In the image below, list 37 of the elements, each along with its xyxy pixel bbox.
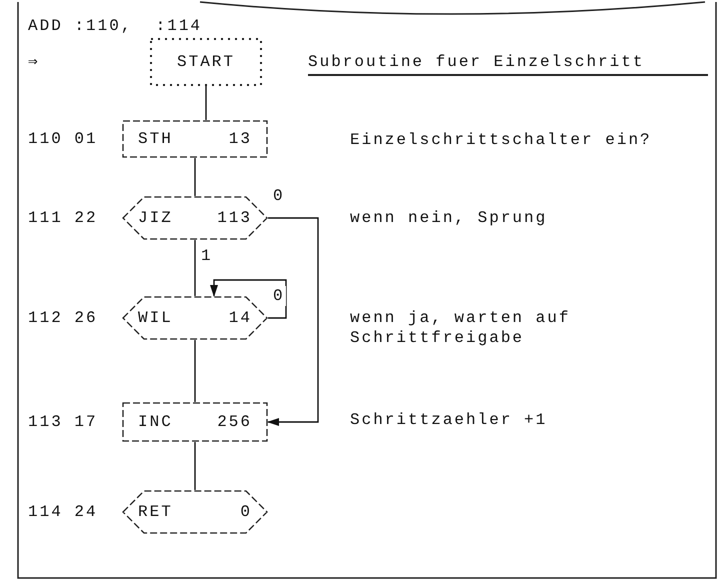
flow-line: [210, 279, 287, 319]
step-text: WIL: [138, 308, 173, 328]
flow-line: [205, 86, 207, 120]
comment-text: Schrittzaehler +1: [350, 410, 548, 430]
line-number: 113 17: [28, 412, 98, 432]
flow-line: [194, 240, 196, 296]
step-text: 13: [228, 129, 252, 149]
line-number: 114 24: [28, 502, 98, 522]
flow-line: [194, 158, 196, 196]
process-box: [122, 402, 268, 442]
step-text: 256: [217, 412, 252, 432]
process-box: [122, 120, 268, 158]
step-text: INC: [138, 412, 173, 432]
line-number: 112 26: [28, 308, 98, 328]
comment-text: wenn nein, Sprung: [350, 208, 548, 228]
comment-text: Einzelschrittschalter ein?: [350, 130, 653, 150]
line-number: 111 22: [28, 208, 98, 228]
hexagon-step: [122, 296, 268, 340]
comment-text: wenn ja, warten auf Schrittfreigabe: [350, 308, 572, 348]
edge-label: 0: [272, 286, 286, 306]
step-text: START: [176, 52, 235, 72]
step-text: JIZ: [138, 208, 173, 228]
hexagon-step: [122, 490, 268, 534]
step-text: 0: [240, 502, 252, 522]
flow-line: [194, 340, 196, 402]
hexagon-step: [122, 196, 268, 240]
flow-line: [194, 442, 196, 490]
step-text: STH: [138, 129, 173, 149]
flow-line: [267, 217, 319, 426]
title: Subroutine fuer Einzelschritt: [308, 52, 708, 76]
step-text: RET: [138, 502, 173, 522]
comment-text: ⇒: [28, 52, 41, 72]
line-number: 110 01: [28, 129, 98, 149]
start-terminal: [150, 38, 262, 86]
step-text: 14: [228, 308, 252, 328]
step-text: 113: [217, 208, 252, 228]
comment-text: ADD :110, :114: [28, 16, 204, 36]
